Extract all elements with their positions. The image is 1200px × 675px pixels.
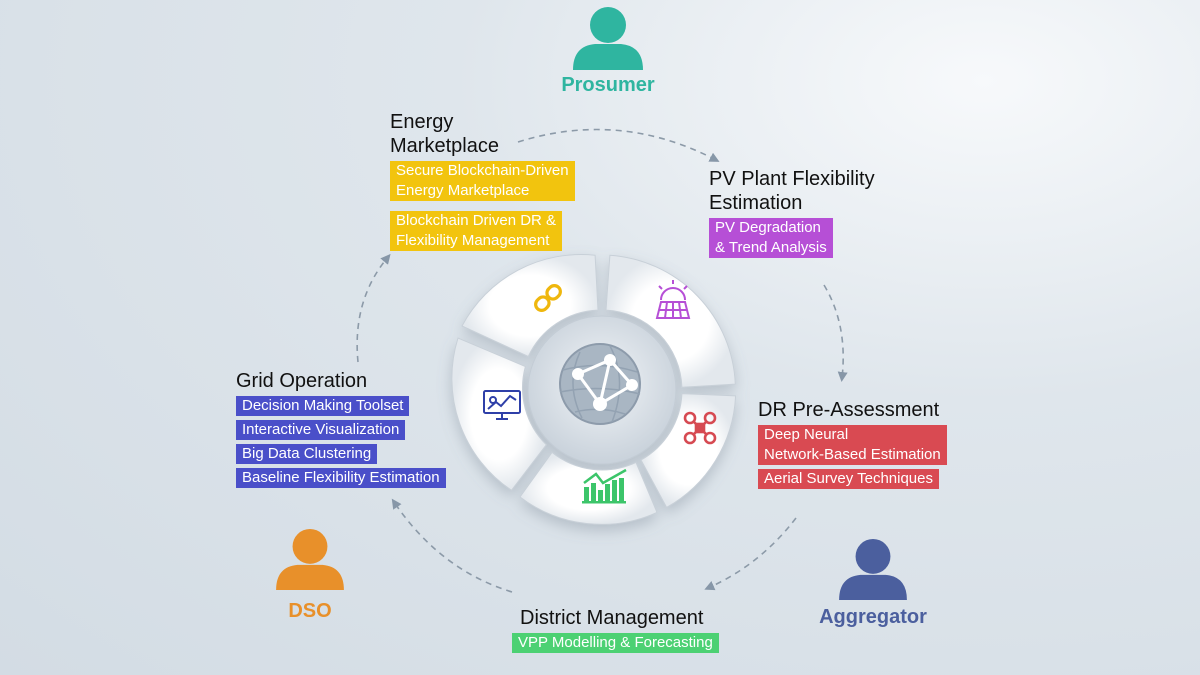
ring-segment-pv — [605, 254, 736, 388]
link-icon — [534, 284, 562, 312]
monitor-chart-icon — [483, 390, 521, 420]
cycle-arrows — [356, 128, 848, 593]
ring-segment-marketplace — [461, 254, 599, 358]
pv-plant-title: PV Plant Flexibility Estimation — [709, 168, 875, 214]
tag-deep-neural-network: Deep Neural Network-Based Estimation — [758, 425, 947, 465]
arrow-pv-to-dr — [823, 284, 848, 382]
bar-chart-icon — [582, 468, 627, 504]
module-dr-pre-assessment: DR Pre-Assessment Deep Neural Network-Ba… — [758, 398, 947, 493]
dso-label: DSO — [288, 600, 332, 622]
tag-secure-blockchain-marketplace: Secure Blockchain-Driven Energy Marketpl… — [390, 161, 575, 201]
dr-pre-assessment-title: DR Pre-Assessment — [758, 399, 940, 421]
aggregator-person-icon — [839, 538, 907, 600]
arrow-district-to-grid — [391, 498, 513, 593]
arrow-dr-to-district — [704, 517, 797, 591]
energy-marketplace-title: Energy Marketplace — [390, 111, 499, 157]
ring-segment-grid — [451, 337, 547, 491]
tag-interactive-visualization: Interactive Visualization — [236, 420, 406, 440]
module-grid-operation: Grid Operation Decision Making Toolset I… — [236, 369, 446, 492]
actor-dso: DSO — [250, 528, 370, 623]
tag-aerial-survey: Aerial Survey Techniques — [758, 469, 939, 489]
solar-panel-icon — [655, 280, 691, 319]
prosumer-label: Prosumer — [561, 74, 655, 96]
drone-icon — [683, 411, 717, 445]
actor-aggregator: Aggregator — [808, 538, 938, 629]
dso-person-icon — [276, 528, 344, 590]
tag-decision-making-toolset: Decision Making Toolset — [236, 396, 410, 416]
module-pv-plant-flexibility: PV Plant Flexibility Estimation PV Degra… — [709, 167, 875, 262]
arrow-grid-to-marketplace — [356, 253, 391, 363]
module-district-management: District Management VPP Modelling & Fore… — [512, 606, 719, 657]
tag-blockchain-dr-flexibility: Blockchain Driven DR & Flexibility Manag… — [390, 211, 563, 251]
central-ring — [451, 254, 737, 525]
grid-operation-title: Grid Operation — [236, 370, 368, 392]
arrow-marketplace-to-pv — [517, 128, 720, 162]
globe-network-icon — [559, 343, 641, 425]
tag-pv-degradation: PV Degradation & Trend Analysis — [709, 218, 833, 258]
tag-baseline-flexibility: Baseline Flexibility Estimation — [236, 468, 446, 488]
tag-vpp-modelling: VPP Modelling & Forecasting — [512, 633, 719, 653]
tag-big-data-clustering: Big Data Clustering — [236, 444, 378, 464]
aggregator-label: Aggregator — [819, 606, 927, 628]
prosumer-person-icon — [573, 7, 643, 70]
actor-prosumer: Prosumer — [548, 6, 668, 97]
module-energy-marketplace: Energy Marketplace Secure Blockchain-Dri… — [390, 110, 575, 255]
district-management-title: District Management — [520, 607, 704, 629]
